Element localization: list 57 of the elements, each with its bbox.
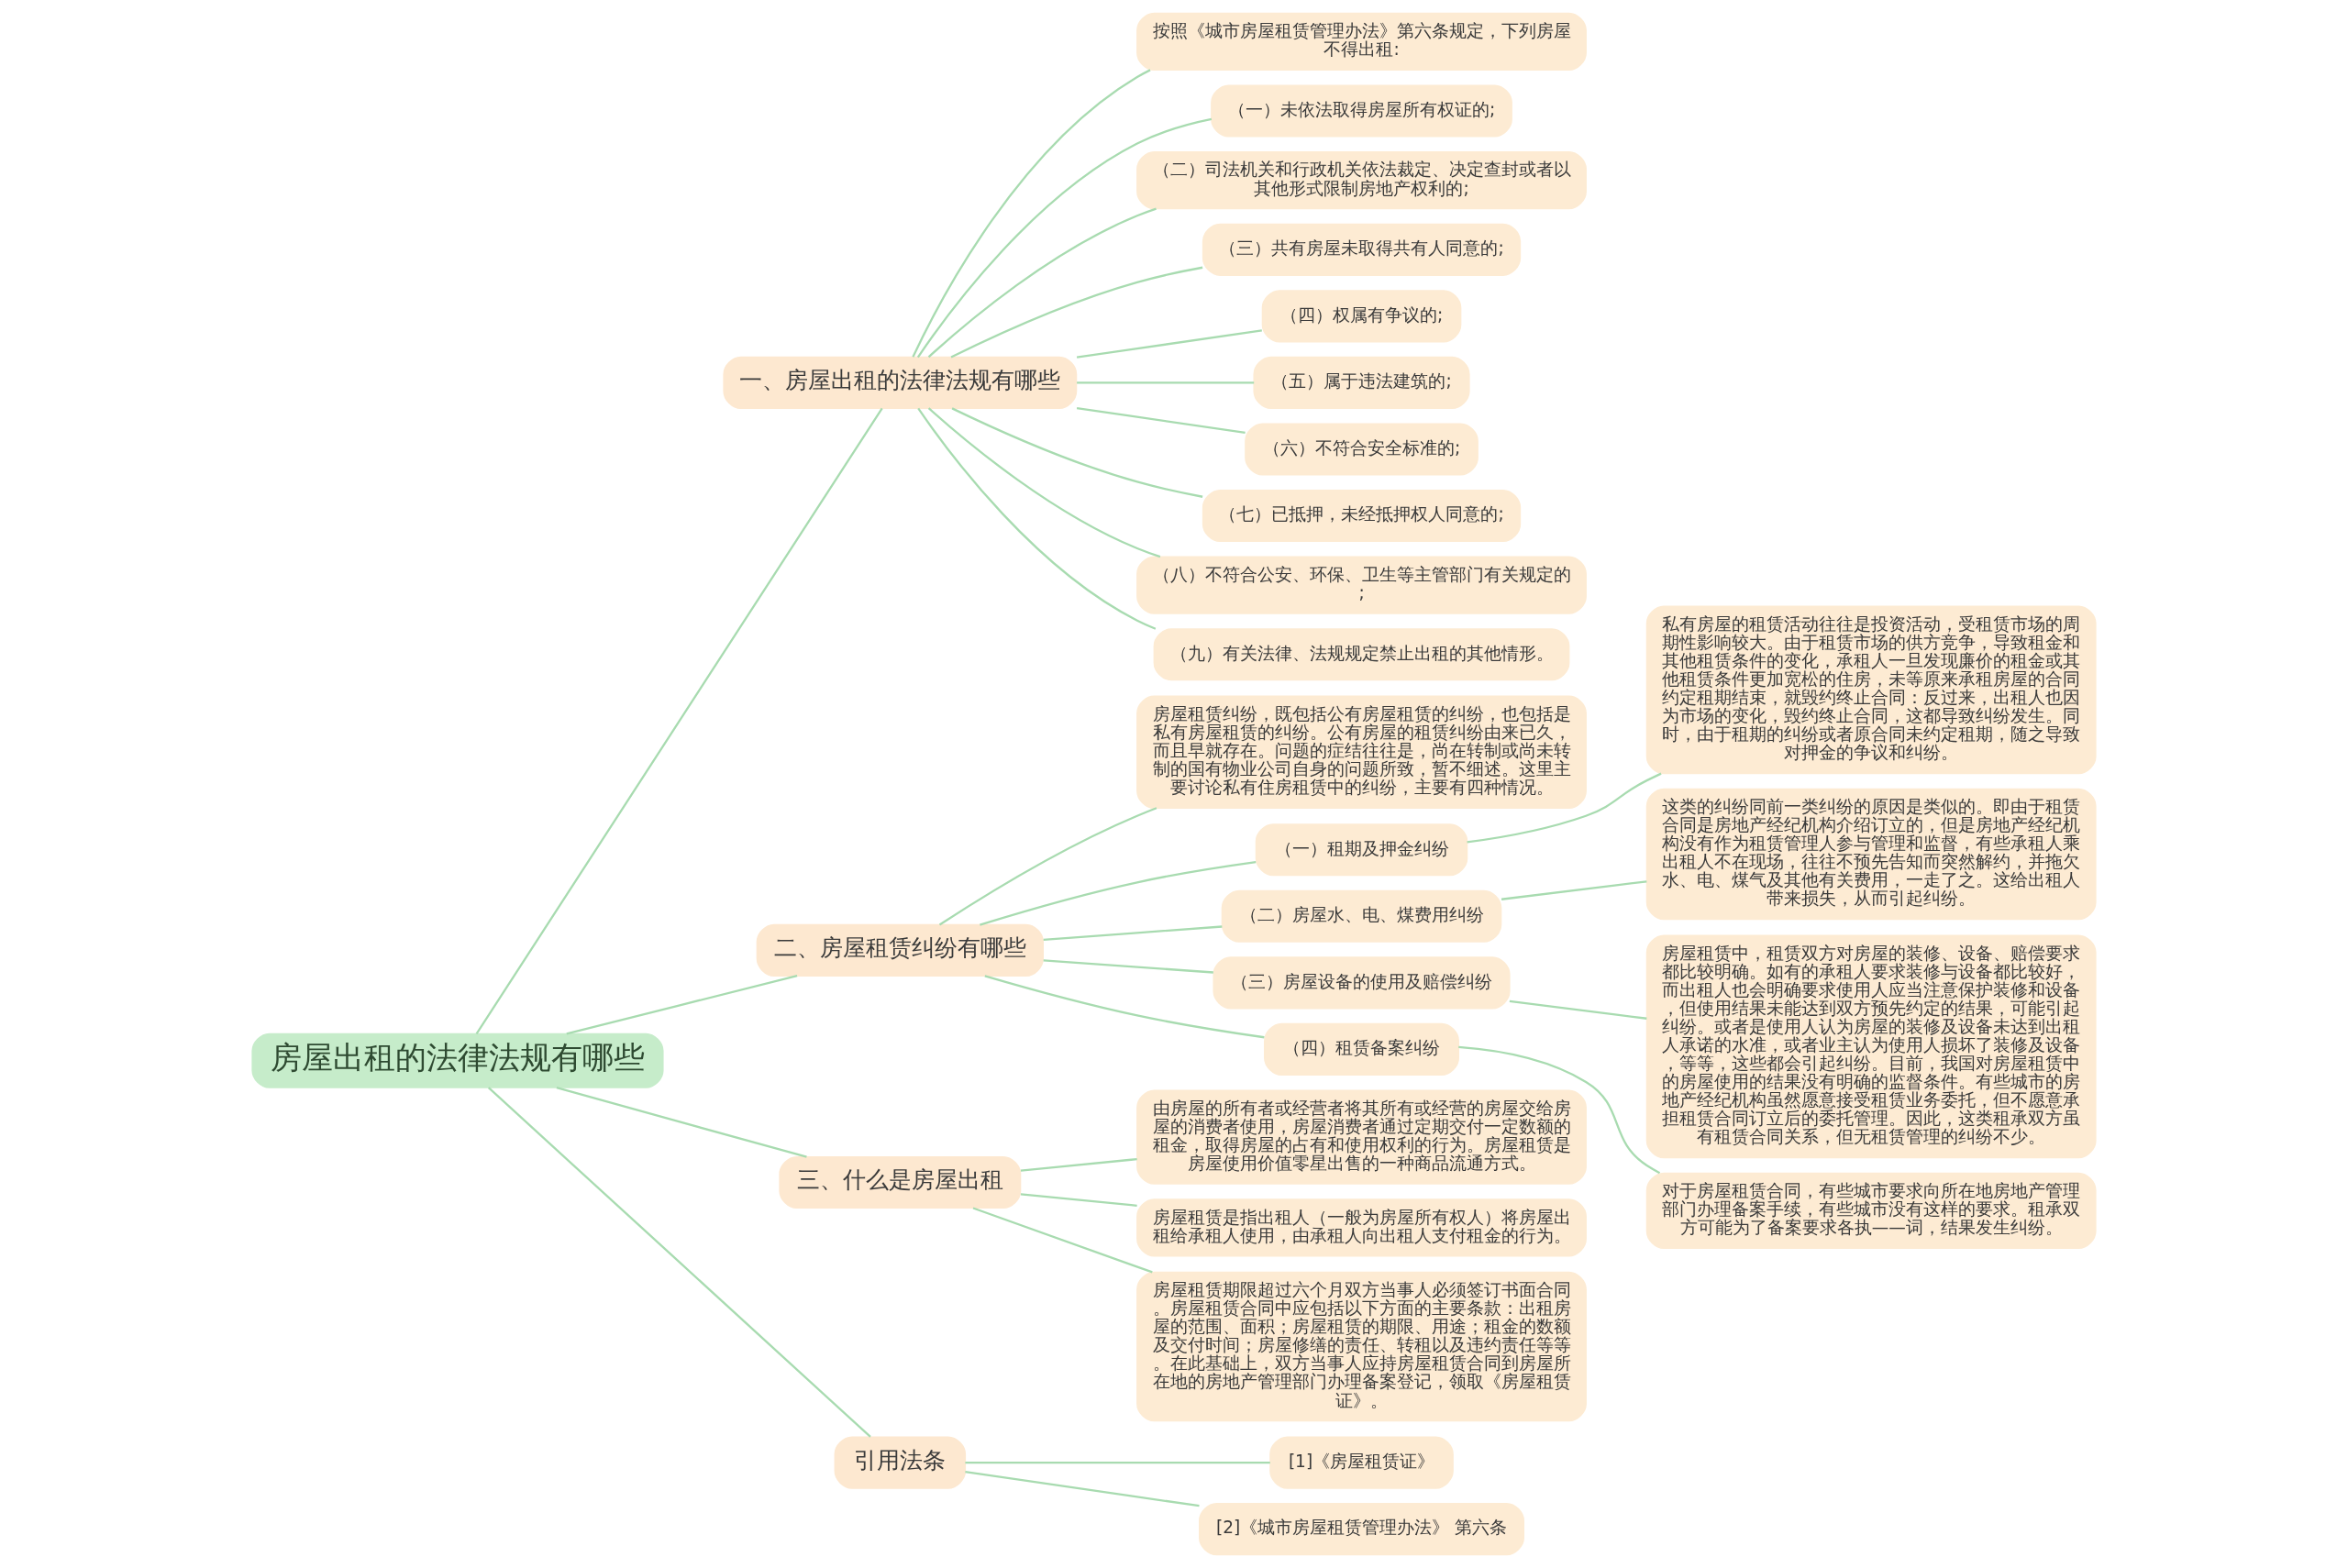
node-box: 私有房屋的租赁活动往往是投资活动，受租赁市场的周期性影响较大。由于租赁市场的供方竞争，导致租金和其他租赁条件的变化，承租人一旦发现廉价的租金或其他租赁条件更加宽松的住房，未等原来承租房屋的合同约定租期结束，就毁约终止合同：反过来，出租人也因为市场的变化，毁约终止合同，这都导致纠纷发生。同时，由于租期的纠纷或者原合同未约定租期，随之导致对押金的争议和纠纷。 [1645, 605, 2097, 775]
node-box: 二、房屋租赁纠纷有哪些 [756, 923, 1044, 977]
node-box: 一、房屋出租的法律法规有哪些 [723, 356, 1078, 409]
connector [1467, 772, 1662, 844]
connector [1043, 925, 1223, 942]
node-box: （二）司法机关和行政机关依法裁定、决定查封或者以其他形式限制房地产权利的; [1136, 151, 1587, 210]
node-box: （四）租赁备案纠纷 [1264, 1022, 1459, 1076]
node-box: 对于房屋租赁合同，有些城市要求向所在地房地产管理部门办理备案手续，有些城市没有这样的要求。租承双方可能为了备案要求各执——词，结果发生纠纷。 [1645, 1172, 2097, 1250]
connector [980, 861, 1257, 926]
connector [566, 975, 798, 1035]
node-box: （二）房屋水、电、煤费用纠纷 [1221, 889, 1502, 943]
connector [475, 407, 883, 1034]
node-box: 房屋租赁是指出租人（一般为房屋所有权人）将房屋出租给承租人使用，由承租人向出租人支付租金的行为。 [1136, 1198, 1587, 1257]
node-box: （九）有关法律、法规规定禁止出租的其他情形。 [1153, 628, 1570, 681]
connector [1076, 329, 1262, 359]
connector [1020, 1193, 1137, 1207]
node-box: （一）租期及押金纠纷 [1255, 823, 1468, 877]
connector [487, 1087, 871, 1438]
connector [916, 117, 1213, 359]
node-box: 房屋租赁期限超过六个月双方当事人必须签订书面合同。房屋租赁合同中应包括以下方面的主要条款：出租房屋的范围、面积；房屋租赁的期限、用途；租金的数额及交付时间；房屋修缮的责任、转租以及违约责任等等。在此基础上，双方当事人应持房屋租赁合同到房屋所在地的房地产管理部门办理备案登记，领取《房屋租赁证》。 [1136, 1271, 1587, 1422]
connector [965, 1471, 1200, 1507]
node-box: 三、什么是房屋出租 [779, 1155, 1022, 1209]
connector [1509, 999, 1647, 1020]
connector [1077, 381, 1255, 384]
node-box: 由房屋的所有者或经营者将其所有或经营的房屋交给房屋的消费者使用，房屋消费者通过定期交付一定数额的租金，取得房屋的占有和使用权利的行为。房屋租赁是房屋使用价值零星出售的一种商品流通方式。 [1136, 1089, 1587, 1185]
connector [1076, 407, 1246, 434]
node-box: （四）权属有争议的; [1261, 290, 1462, 343]
connector [938, 807, 1157, 926]
node-box: （七）已抵押，未经抵押权人同意的; [1202, 489, 1522, 543]
connector [965, 1461, 1270, 1464]
node-box: 房屋租赁纠纷，既包括公有房屋租赁的纠纷，也包括是私有房屋租赁的纠纷。公有房屋的租赁纠纷由来已久，而且早就存在。问题的症结往往是，尚在转制或尚未转制的国有物业公司自身的问题所致，暂不细述。这里主要讨论私有住房租赁中的纠纷，主要有四种情况。 [1136, 695, 1587, 809]
node-box: （三）房屋设备的使用及赔偿纠纷 [1213, 956, 1511, 1010]
connector [1458, 1045, 1661, 1175]
connector [917, 407, 1157, 630]
node-box: 这类的纠纷同前一类纠纷的原因是类似的。即由于租赁合同是房地产经纪机构介绍订立的，但是房地产经纪机构没有作为租赁管理人参与管理和监督，有些承租人乘出租人不在现场，往往不预先告知而突然解约，并拖欠水、电、煤气及其他有关费用，一走了之。这给出租人带来损失，从而引起纠纷。 [1645, 788, 2097, 921]
node-box: （一）未依法取得房屋所有权证的; [1211, 84, 1512, 138]
node-box: 引用法条 [834, 1436, 967, 1489]
connector [950, 266, 1203, 359]
node-box: （五）属于违法建筑的; [1253, 356, 1470, 409]
connector [1020, 1158, 1137, 1172]
node-box: （六）不符合安全标准的; [1245, 423, 1479, 476]
connector [927, 407, 1161, 558]
node-box: 房屋租赁中，租赁双方对房屋的装修、设备、赔偿要求都比较明确。如有的承租人要求装修与设备都比较好，而出租人也会明确要求使用人应当注意保护装修和设备，但使用结果未能达到双方预先约定的结果，可能引起纠纷。或者是使用人认为房屋的装修及设备未达到出租人承诺的水准，或者业主认为使用人损坏了装修及设备，等等，这些都会引起纠纷。目前，我国对房屋租赁中的房屋使用的结果没有明确的监督条件。有些城市的房地产经纪机构虽然愿意接受租赁业务委托，但不愿意承担租赁合同订立后的委托管理。因此，这类租承双方虽有租赁合同关系，但无租赁管理的纠纷不少。 [1645, 934, 2097, 1159]
node-box: [1]《房屋租赁证》 [1269, 1436, 1454, 1489]
connector [1043, 959, 1213, 974]
node-box: 按照《城市房屋租赁管理办法》第六条规定，下列房屋不得出租: [1136, 12, 1587, 72]
connector [1501, 880, 1647, 900]
connector [984, 975, 1265, 1039]
node-box: [2]《城市房屋租赁管理办法》 第六条 [1199, 1503, 1524, 1556]
connector [556, 1087, 807, 1158]
node-box: 房屋出租的法律法规有哪些 [251, 1032, 664, 1088]
connector [972, 1207, 1153, 1274]
node-box: （八）不符合公安、环保、卫生等主管部门有关规定的; [1136, 556, 1587, 614]
connector [951, 407, 1203, 498]
connector [912, 69, 1151, 358]
node-box: （三）共有房屋未取得共有人同意的; [1202, 223, 1522, 276]
connector [927, 207, 1157, 359]
